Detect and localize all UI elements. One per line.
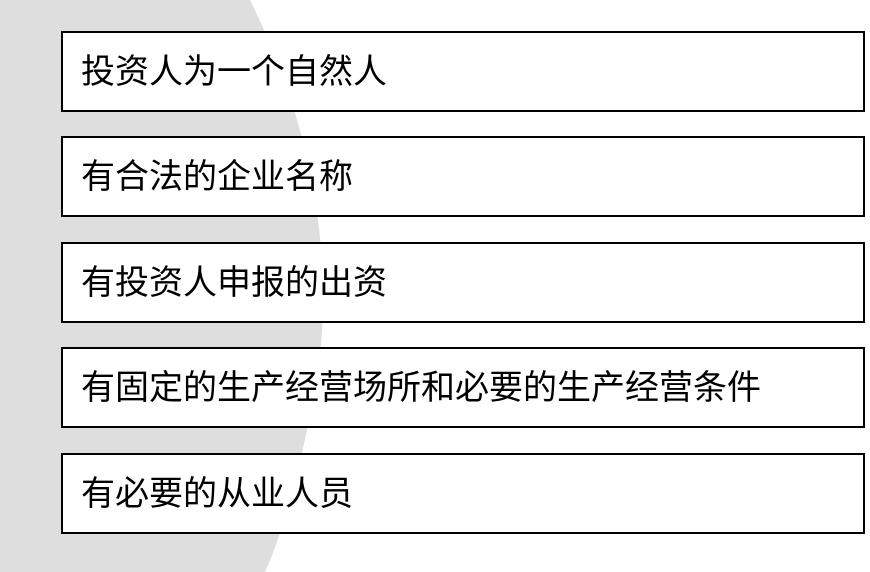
requirement-box-2: 有合法的企业名称 xyxy=(61,136,865,217)
requirement-text: 有合法的企业名称 xyxy=(81,156,353,197)
requirement-box-1: 投资人为一个自然人 xyxy=(61,31,865,112)
requirement-box-3: 有投资人申报的出资 xyxy=(61,242,865,323)
requirement-text: 投资人为一个自然人 xyxy=(81,51,387,92)
requirement-text: 有固定的生产经营场所和必要的生产经营条件 xyxy=(81,367,761,408)
requirement-text: 有投资人申报的出资 xyxy=(81,262,387,303)
requirement-text: 有必要的从业人员 xyxy=(81,473,353,514)
requirement-box-4: 有固定的生产经营场所和必要的生产经营条件 xyxy=(61,347,865,428)
requirement-box-5: 有必要的从业人员 xyxy=(61,453,865,534)
